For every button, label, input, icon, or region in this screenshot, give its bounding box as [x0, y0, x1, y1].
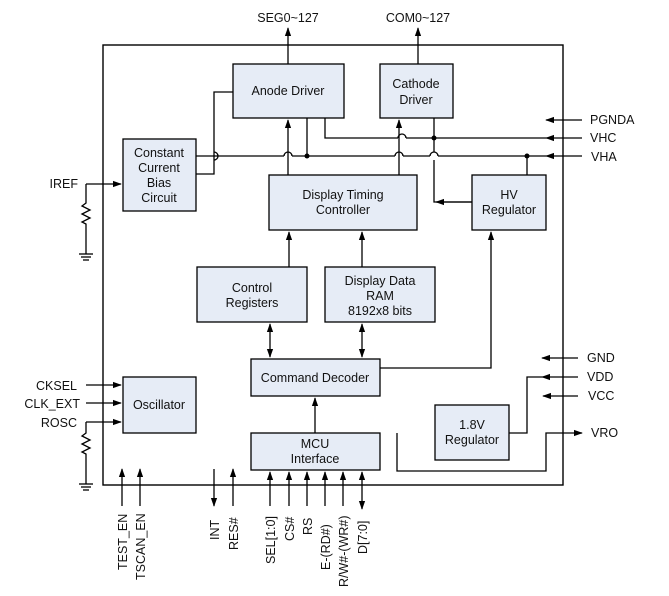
svg-text:Current: Current — [138, 161, 180, 175]
chip-boundary — [102, 44, 564, 486]
svg-text:RAM: RAM — [366, 289, 394, 303]
svg-text:ROSC: ROSC — [41, 416, 77, 430]
rosc-pin: ROSC — [41, 416, 122, 491]
tscan-en-pin: TSCAN_EN — [134, 468, 148, 580]
gnd-pin: GND — [541, 351, 615, 365]
clk-ext-pin: CLK_EXT — [24, 397, 122, 411]
svg-text:GND: GND — [587, 351, 615, 365]
iref-ground-icon — [79, 253, 93, 261]
svg-text:1.8V: 1.8V — [459, 418, 485, 432]
svg-text:Circuit: Circuit — [141, 191, 177, 205]
vha-pin: VHA — [545, 150, 617, 164]
int-pin: INT — [208, 469, 222, 540]
svg-text:TEST_EN: TEST_EN — [116, 514, 130, 570]
test-en-pin: TEST_EN — [116, 468, 130, 570]
sel-pin: SEL[1:0] — [264, 471, 278, 564]
iref-resistor-icon — [80, 184, 92, 254]
svg-text:RS: RS — [301, 518, 315, 535]
e-rd-pin: E-(RD#) — [319, 471, 333, 570]
svg-text:VHC: VHC — [590, 131, 616, 145]
svg-text:Display Timing: Display Timing — [302, 188, 383, 202]
svg-text:SEL[1:0]: SEL[1:0] — [264, 516, 278, 564]
svg-text:Anode Driver: Anode Driver — [252, 84, 325, 98]
pgnda-pin: PGNDA — [545, 113, 635, 127]
svg-text:VRO: VRO — [591, 426, 618, 440]
rosc-ground-icon — [79, 483, 93, 491]
hv-regulator-block: HV Regulator — [471, 174, 547, 231]
svg-text:R/W#-(WR#): R/W#-(WR#) — [337, 515, 351, 587]
svg-text:Interface: Interface — [291, 452, 340, 466]
svg-text:CKSEL: CKSEL — [36, 379, 77, 393]
svg-text:Cathode: Cathode — [392, 77, 439, 91]
rw-wr-pin: R/W#-(WR#) — [337, 471, 351, 587]
vhc-rail-wire — [324, 118, 398, 139]
res-pin: RES# — [227, 468, 241, 550]
svg-text:Bias: Bias — [147, 176, 171, 190]
vcc-pin: VCC — [542, 389, 614, 403]
svg-text:CS#: CS# — [283, 517, 297, 541]
svg-text:TSCAN_EN: TSCAN_EN — [134, 513, 148, 580]
svg-text:HV: HV — [500, 188, 518, 202]
svg-text:PGNDA: PGNDA — [590, 113, 635, 127]
seg-output-label: SEG0~127 — [257, 11, 319, 25]
display-data-ram-block: Display Data RAM 8192x8 bits — [324, 266, 436, 323]
svg-text:Constant: Constant — [134, 146, 185, 160]
svg-text:Regulator: Regulator — [445, 433, 499, 447]
svg-text:INT: INT — [208, 520, 222, 541]
regulator-1v8-block: 1.8V Regulator — [434, 404, 510, 461]
anode-driver-block: Anode Driver — [232, 63, 345, 119]
cathode-driver-block: Cathode Driver — [379, 63, 454, 119]
cs-pin: CS# — [283, 471, 297, 541]
svg-text:Oscillator: Oscillator — [133, 398, 185, 412]
svg-text:Command Decoder: Command Decoder — [261, 371, 369, 385]
display-timing-controller-block: Display Timing Controller — [268, 174, 418, 231]
command-decoder-block: Command Decoder — [250, 358, 381, 397]
svg-text:Display Data: Display Data — [345, 274, 416, 288]
vro-pin: VRO — [396, 426, 618, 472]
svg-text:E-(RD#): E-(RD#) — [319, 524, 333, 570]
svg-text:Controller: Controller — [316, 203, 370, 217]
svg-text:VDD: VDD — [587, 370, 613, 384]
constant-current-bias-block: Constant Current Bias Circuit — [122, 138, 197, 212]
oscillator-block: Oscillator — [122, 376, 197, 434]
mcu-interface-block: MCU Interface — [250, 432, 381, 471]
rosc-resistor-icon — [80, 422, 92, 484]
decoder-to-hv-arrow — [380, 231, 495, 369]
svg-text:Registers: Registers — [226, 296, 279, 310]
d-bus-pin: D[7:0] — [356, 471, 370, 554]
svg-text:Regulator: Regulator — [482, 203, 536, 217]
svg-text:D[7:0]: D[7:0] — [356, 521, 370, 554]
bias-to-anode-wire — [196, 91, 233, 175]
rs-pin: RS — [301, 471, 315, 535]
svg-text:Driver: Driver — [399, 93, 432, 107]
control-registers-block: Control Registers — [196, 266, 308, 323]
svg-text:8192x8 bits: 8192x8 bits — [348, 304, 412, 318]
iref-pin: IREF — [50, 177, 122, 261]
svg-text:MCU: MCU — [301, 437, 329, 451]
svg-text:Control: Control — [232, 281, 272, 295]
cksel-pin: CKSEL — [36, 379, 122, 393]
svg-text:VHA: VHA — [591, 150, 617, 164]
svg-text:IREF: IREF — [50, 177, 79, 191]
com-output-label: COM0~127 — [386, 11, 450, 25]
svg-text:RES#: RES# — [227, 517, 241, 550]
vdd-pin: VDD — [541, 370, 613, 384]
svg-text:CLK_EXT: CLK_EXT — [24, 397, 80, 411]
vhc-pin: VHC — [545, 131, 616, 145]
reg-to-vdd-wire — [509, 376, 542, 434]
svg-text:VCC: VCC — [588, 389, 614, 403]
